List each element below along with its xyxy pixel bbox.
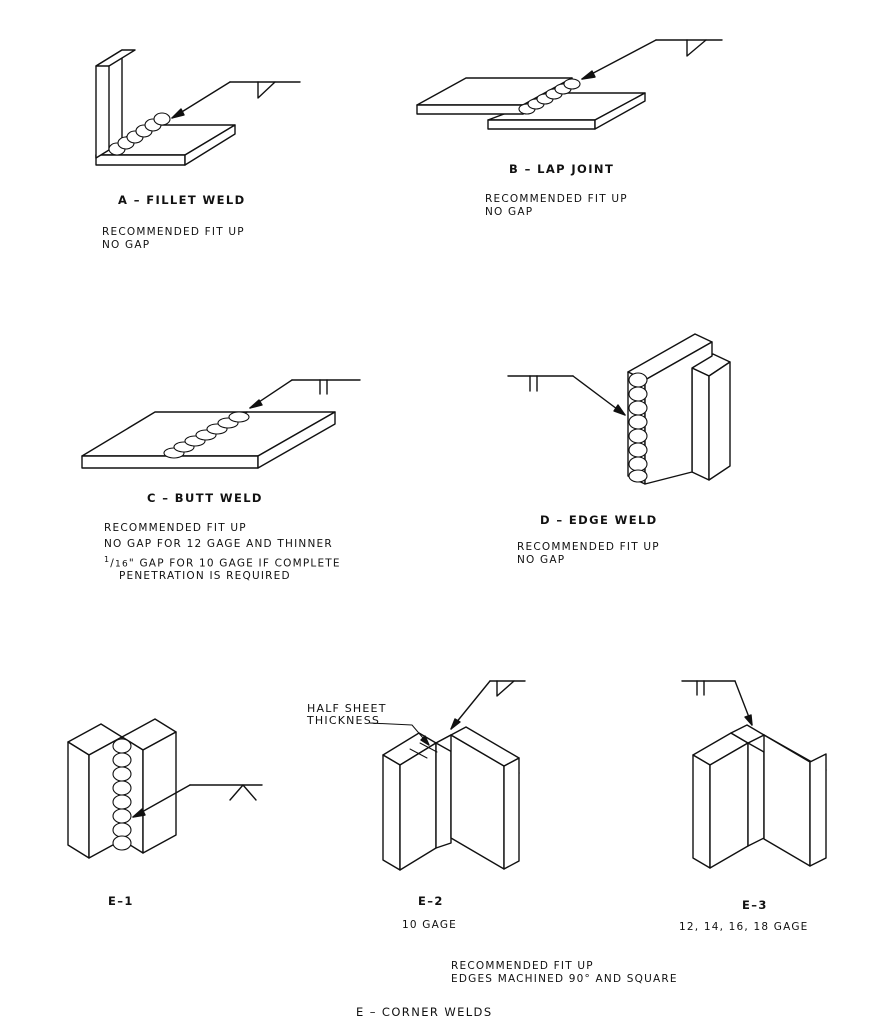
- fillet-weld-symbol: [581, 39, 723, 80]
- figure-c-note-1: RECOMMENDED FIT UP: [104, 522, 247, 534]
- fillet-weld-figure: [95, 49, 301, 166]
- figure-e3-gage: 12, 14, 16, 18 GAGE: [679, 921, 809, 933]
- corner-welds-note-1: RECOMMENDED FIT UP: [451, 960, 594, 972]
- weld-bead: [628, 372, 648, 483]
- thickness-label: THICKNESS: [307, 714, 381, 727]
- figure-d-note-1: RECOMMENDED FIT UP: [517, 541, 660, 553]
- figure-c-note-3: 1/16" GAP FOR 10 GAGE IF COMPLETE: [104, 554, 341, 571]
- corner-welds-title: E – CORNER WELDS: [356, 1005, 493, 1019]
- edge-weld-figure: [507, 333, 731, 485]
- lap-joint-figure: [416, 39, 723, 130]
- figure-e3-caption: E–3: [742, 898, 768, 912]
- figure-c-note-4: PENETRATION IS REQUIRED: [119, 570, 291, 582]
- flare-v-weld-symbol: [132, 784, 263, 818]
- half-sheet-label: HALF SHEET: [307, 702, 387, 715]
- fraction-slash: /: [110, 557, 116, 570]
- figure-e1-caption: E–1: [108, 894, 134, 908]
- square-groove-weld-symbol: [249, 379, 361, 409]
- square-groove-weld-symbol: [507, 375, 626, 416]
- weld-bead: [518, 78, 581, 115]
- weld-bead: [112, 738, 132, 851]
- half-sheet-thickness-callout: [369, 722, 430, 746]
- figure-d-caption: D – EDGE WELD: [540, 513, 658, 527]
- figure-b-caption: B – LAP JOINT: [509, 162, 615, 176]
- corner-weld-e1-figure: [67, 718, 263, 859]
- figure-a-caption: A – FILLET WELD: [118, 193, 246, 207]
- figure-a-note-1: RECOMMENDED FIT UP: [102, 226, 245, 238]
- square-groove-weld-symbol: [681, 680, 753, 726]
- corner-weld-e2-figure: [369, 680, 526, 871]
- figure-e2-caption: E–2: [418, 894, 444, 908]
- figure-b-note-2: NO GAP: [485, 206, 534, 218]
- figure-d-note-2: NO GAP: [517, 554, 566, 566]
- figure-b-note-1: RECOMMENDED FIT UP: [485, 193, 628, 205]
- corner-welds-note-2: EDGES MACHINED 90° AND SQUARE: [451, 973, 678, 985]
- butt-weld-figure: [81, 379, 361, 469]
- fraction-numerator: 1: [104, 555, 111, 564]
- figure-a-note-2: NO GAP: [102, 239, 151, 251]
- figure-e2-gage: 10 GAGE: [402, 919, 458, 931]
- figure-c-caption: C – BUTT WELD: [147, 491, 263, 505]
- fraction-denominator: 16: [115, 559, 129, 570]
- figure-c-note-2: NO GAP FOR 12 GAGE AND THINNER: [104, 538, 333, 550]
- fillet-weld-symbol: [171, 81, 301, 119]
- weld-bead: [163, 411, 250, 459]
- figure-c-note-3-rest: " GAP FOR 10 GAGE IF COMPLETE: [128, 557, 341, 570]
- fillet-weld-symbol: [450, 680, 526, 730]
- weld-bead: [108, 112, 171, 156]
- corner-weld-e3-figure: [681, 680, 827, 869]
